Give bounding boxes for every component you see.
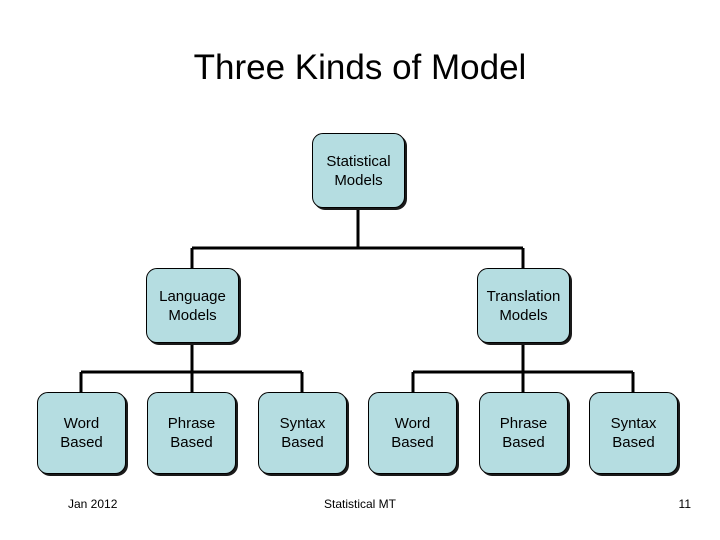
page-title: Three Kinds of Model — [193, 48, 527, 87]
node-statistical-models-label: Statistical Models — [326, 152, 391, 189]
node-statistical-models[interactable]: Statistical Models — [312, 133, 405, 208]
node-lm-phrase-based[interactable]: Phrase Based — [147, 392, 236, 474]
node-lm-syntax-based[interactable]: Syntax Based — [258, 392, 347, 474]
footer-date: Jan 2012 — [68, 497, 118, 511]
footer-page-number: 11 — [678, 497, 691, 511]
slide-footer: Jan 2012 Statistical MT 11 — [0, 495, 720, 519]
node-lm-word-based[interactable]: Word Based — [37, 392, 126, 474]
node-tm-phrase-based-label: Phrase Based — [499, 415, 548, 451]
node-lm-syntax-based-label: Syntax Based — [279, 415, 326, 451]
node-language-models[interactable]: Language Models — [146, 268, 239, 343]
footer-title: Statistical MT — [323, 497, 396, 511]
node-lm-phrase-based-label: Phrase Based — [167, 415, 216, 451]
node-tm-word-based[interactable]: Word Based — [368, 392, 457, 474]
node-tm-phrase-based[interactable]: Phrase Based — [479, 392, 568, 474]
node-translation-models-label: Translation Models — [486, 287, 561, 324]
node-tm-syntax-based-label: Syntax Based — [610, 415, 657, 451]
node-tm-syntax-based[interactable]: Syntax Based — [589, 392, 678, 474]
node-translation-models[interactable]: Translation Models — [477, 268, 570, 343]
node-language-models-label: Language Models — [159, 287, 226, 324]
node-lm-word-based-label: Word Based — [60, 415, 103, 451]
node-tm-word-based-label: Word Based — [391, 415, 434, 451]
